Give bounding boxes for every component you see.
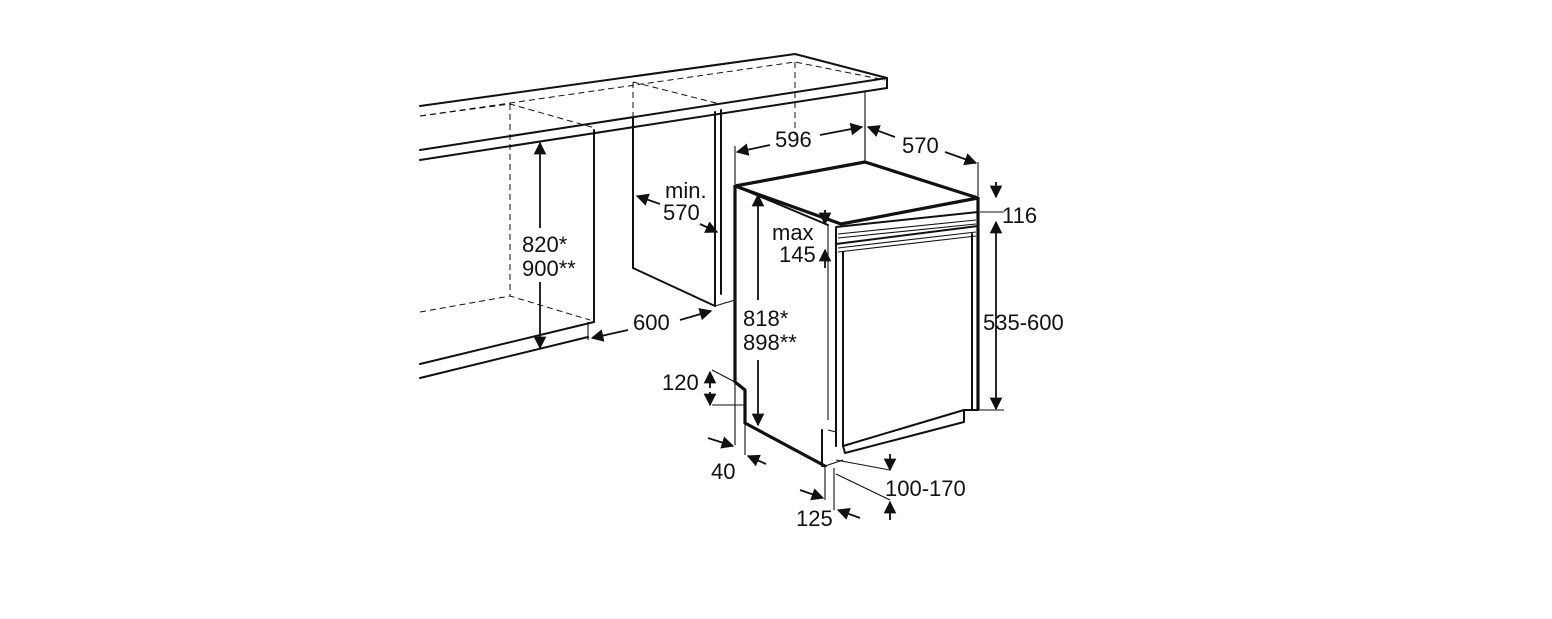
niche-side-panel [632,109,736,307]
left-cabinet [419,129,595,379]
extension-lines [711,120,1004,510]
dim-top-panel-height: 116 [1002,203,1037,228]
dim-appliance-width: 596 [775,127,812,152]
control-panel [835,211,979,253]
dim-niche-width: 600 [633,310,670,335]
dim-plinth-depth: 40 [711,459,735,484]
dim-niche-min-label: min. [665,178,707,203]
dim-appliance-depth: 570 [902,133,939,158]
dim-niche-height-1: 820* [522,232,568,257]
dim-max-value: 145 [779,242,816,267]
dim-niche-height-2: 900** [522,256,576,281]
dim-plinth-range: 100-170 [885,476,966,501]
dim-door-height: 535-600 [983,310,1064,335]
dim-appliance-height-2: 898** [743,330,797,355]
dim-base-offset: 125 [796,506,833,531]
door-panel [835,233,979,454]
dim-plinth-height: 120 [662,370,699,395]
countertop [419,53,888,162]
countertop-hidden-edges [419,61,886,321]
dimension-arrows [533,122,1003,520]
dim-max-label: max [772,220,814,245]
dim-niche-min-value: 570 [663,200,700,225]
dim-appliance-height-1: 818* [743,306,789,331]
